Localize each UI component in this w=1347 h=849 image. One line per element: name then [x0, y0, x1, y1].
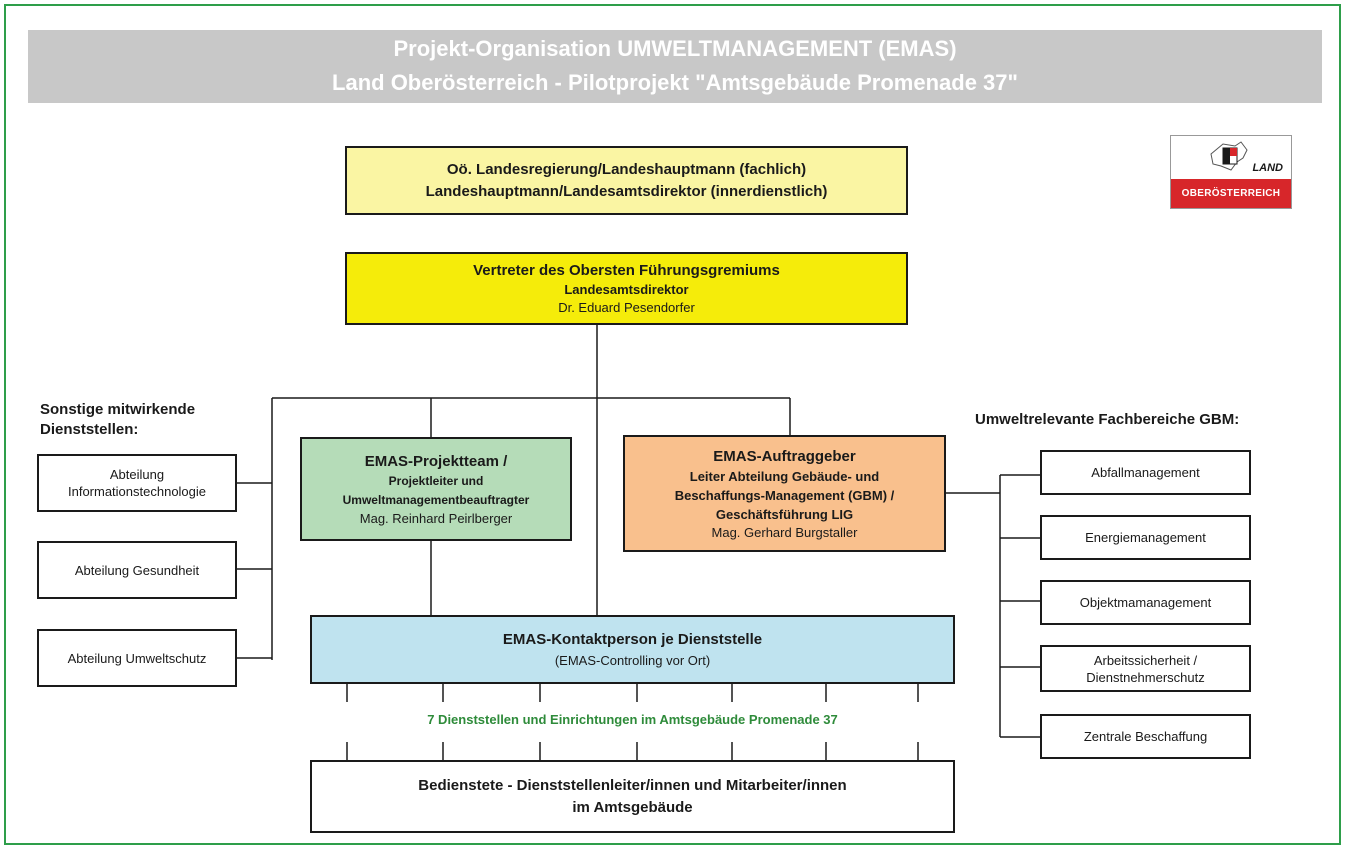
- left-unit-line-1: Abteilung Gesundheit: [74, 562, 200, 578]
- government-line-1: Oö. Landesregierung/Landeshauptmann (fac…: [446, 160, 807, 178]
- header-title: Projekt-Organisation UMWELTMANAGEMENT (E…: [393, 36, 957, 61]
- client-box: EMAS-Auftraggeber Leiter Abteilung Gebäu…: [623, 435, 946, 552]
- right-unit-box: Arbeitssicherheit / Dienstnehmerschutz: [1040, 645, 1251, 692]
- land-oberoesterreich-logo: LAND OBERÖSTERREICH: [1170, 135, 1292, 209]
- government-line-2: Landeshauptmann/Landesamtsdirektor (inne…: [425, 182, 828, 200]
- left-unit-line-1: Abteilung Umweltschutz: [67, 650, 207, 666]
- right-unit-box: Energiemanagement: [1040, 515, 1251, 560]
- government-box: Oö. Landesregierung/Landeshauptmann (fac…: [345, 146, 908, 215]
- left-unit-line-2: Informationstechnologie: [67, 484, 207, 499]
- right-unit-line-1: Abfallmanagement: [1091, 465, 1200, 480]
- client-person: Mag. Gerhard Burgstaller: [711, 524, 858, 540]
- right-unit-box: Abfallmanagement: [1040, 450, 1251, 495]
- staff-line-1: Bedienstete - Dienststellenleiter/innen …: [418, 776, 847, 794]
- right-group-heading: Umweltrelevante Fachbereiche GBM:: [975, 411, 1240, 428]
- left-unit-box: Abteilung Gesundheit: [37, 541, 237, 599]
- logo-word-region: OBERÖSTERREICH: [1171, 179, 1291, 208]
- left-unit-line-1: Abteilung: [109, 467, 165, 482]
- coat-of-arms-icon: [1210, 141, 1248, 171]
- right-unit-box: Zentrale Beschaffung: [1040, 714, 1251, 759]
- client-title: EMAS-Auftraggeber: [713, 447, 856, 465]
- left-group-heading-line-1: Sonstige mitwirkende: [40, 401, 196, 418]
- contact-title: EMAS-Kontaktperson je Dienststelle: [502, 631, 763, 648]
- project-team-line-3: Umweltmanagementbeauftragter: [342, 492, 530, 507]
- leadership-role: Landesamtsdirektor: [564, 281, 689, 297]
- contact-subtitle: (EMAS-Controlling vor Ort): [554, 653, 711, 668]
- leadership-box: Vertreter des Obersten Führungsgremiums …: [345, 252, 908, 325]
- units-note: 7 Dienststellen und Einrichtungen im Amt…: [427, 712, 838, 727]
- left-unit-box: Abteilung Informationstechnologie: [37, 454, 237, 512]
- right-unit-box: Objektmamanagement: [1040, 580, 1251, 625]
- right-unit-line-1: Objektmamanagement: [1079, 595, 1212, 610]
- leadership-person: Dr. Eduard Pesendorfer: [558, 299, 695, 315]
- right-unit-line-1: Zentrale Beschaffung: [1083, 729, 1208, 744]
- project-team-person: Mag. Reinhard Peirlberger: [359, 510, 513, 526]
- right-unit-line-1: Energiemanagement: [1085, 530, 1206, 545]
- header-subtitle: Land Oberösterreich - Pilotprojekt "Amts…: [332, 70, 1018, 95]
- leadership-title: Vertreter des Obersten Führungsgremiums: [473, 261, 780, 279]
- project-team-line-2: Projektleiter und: [388, 473, 484, 488]
- staff-line-2: im Amtsgebäude: [572, 798, 693, 816]
- contact-person-box: EMAS-Kontaktperson je Dienststelle (EMAS…: [310, 615, 955, 684]
- right-unit-line-2: Dienstnehmerschutz: [1086, 669, 1205, 685]
- left-group-heading: Sonstige mitwirkende Dienststellen:: [40, 400, 195, 440]
- logo-word-land: LAND: [1252, 162, 1283, 174]
- staff-box: Bedienstete - Dienststellenleiter/innen …: [310, 760, 955, 833]
- project-team-title: EMAS-Projektteam /: [364, 452, 508, 470]
- client-line-4: Geschäftsführung LIG: [715, 506, 854, 522]
- left-group-heading-line-2: Dienststellen:: [40, 421, 139, 438]
- right-unit-line-1: Arbeitssicherheit /: [1093, 652, 1198, 668]
- client-line-2: Leiter Abteilung Gebäude- und: [689, 468, 880, 484]
- page-frame: [4, 4, 1341, 845]
- client-line-3: Beschaffungs-Management (GBM) /: [674, 487, 895, 503]
- left-unit-box: Abteilung Umweltschutz: [37, 629, 237, 687]
- project-team-box: EMAS-Projektteam / Projektleiter und Umw…: [300, 437, 572, 541]
- page-header: Projekt-Organisation UMWELTMANAGEMENT (E…: [28, 30, 1322, 103]
